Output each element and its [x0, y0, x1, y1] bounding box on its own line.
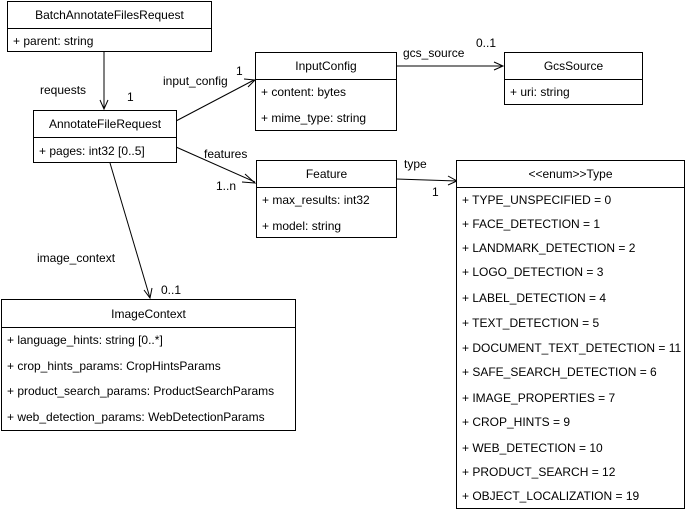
- enum-value: + OBJECT_LOCALIZATION = 19: [462, 489, 640, 503]
- class-title: InputConfig: [256, 53, 396, 80]
- class-title: Feature: [257, 161, 396, 188]
- class-title: BatchAnnotateFilesRequest: [8, 2, 211, 29]
- edge-multiplicity-input-config: 1: [236, 64, 243, 78]
- class-input-config[interactable]: InputConfig + content: bytes + mime_type…: [255, 52, 397, 131]
- edge-image-context-line: [109, 162, 151, 299]
- class-attribute: + model: string: [262, 219, 342, 233]
- edge-label-gcs-source: gcs_source: [403, 46, 465, 60]
- class-attribute: + uri: string: [510, 85, 570, 99]
- class-attribute: + parent: string: [13, 34, 94, 48]
- class-attribute: + language_hints: string [0..*]: [7, 333, 163, 347]
- edge-label-features: features: [204, 147, 248, 161]
- class-attribute: + crop_hints_params: CropHintsParams: [7, 359, 221, 373]
- enum-value: + WEB_DETECTION = 10: [462, 441, 603, 455]
- class-attribute: + mime_type: string: [261, 111, 367, 125]
- enum-title: <<enum>>Type: [457, 161, 684, 188]
- enum-value: + FACE_DETECTION = 1: [462, 217, 601, 231]
- enum-value: + CROP_HINTS = 9: [462, 415, 571, 429]
- edge-features-arrow: [241, 173, 257, 184]
- edge-multiplicity-image-context: 0..1: [161, 283, 182, 297]
- enum-value: + LOGO_DETECTION = 3: [462, 265, 604, 279]
- edge-multiplicity-features: 1..n: [216, 179, 237, 193]
- enum-value: + TEXT_DETECTION = 5: [462, 316, 600, 330]
- class-attribute: + product_search_params: ProductSearchPa…: [7, 384, 275, 398]
- edge-label-type: type: [404, 157, 427, 171]
- edge-multiplicity-gcs-source: 0..1: [476, 36, 497, 50]
- class-title: AnnotateFileRequest: [34, 111, 176, 138]
- edge-label-requests: requests: [40, 83, 87, 97]
- edge-multiplicity-requests: 1: [127, 90, 134, 104]
- edge-label-image-context: image_context: [37, 251, 116, 265]
- class-feature[interactable]: Feature + max_results: int32 + model: st…: [256, 160, 397, 238]
- class-attribute: + content: bytes: [261, 85, 347, 99]
- enum-value: + DOCUMENT_TEXT_DETECTION = 11: [462, 341, 682, 355]
- edge-input-config-line: [175, 79, 255, 122]
- edge-multiplicity-type: 1: [432, 185, 439, 199]
- enum-value: + PRODUCT_SEARCH = 12: [462, 465, 616, 479]
- class-attribute: + max_results: int32: [262, 193, 370, 207]
- edge-input-config-arrow: [243, 78, 257, 88]
- class-gcs-source[interactable]: GcsSource + uri: string: [504, 52, 643, 105]
- enum-value: + LABEL_DETECTION = 4: [462, 291, 607, 305]
- edge-requests-arrow: [99, 99, 109, 111]
- class-attribute: + web_detection_params: WebDetectionPara…: [7, 410, 265, 424]
- edge-type-line: [395, 178, 458, 182]
- enum-value: + IMAGE_PROPERTIES = 7: [462, 391, 616, 405]
- class-image-context[interactable]: ImageContext + language_hints: string [0…: [1, 299, 296, 431]
- enum-value: + LANDMARK_DETECTION = 2: [462, 241, 636, 255]
- class-annotate-file-request[interactable]: AnnotateFileRequest + pages: int32 [0..5…: [33, 110, 177, 163]
- edge-features-line: [175, 146, 256, 183]
- class-title: GcsSource: [505, 53, 642, 80]
- enum-type[interactable]: <<enum>>Type + TYPE_UNSPECIFIED = 0 + FA…: [456, 160, 685, 509]
- enum-value: + SAFE_SEARCH_DETECTION = 6: [462, 365, 657, 379]
- edge-label-input-config: input_config: [163, 74, 228, 88]
- edge-image-context-arrow: [143, 287, 153, 300]
- enum-value: + TYPE_UNSPECIFIED = 0: [462, 193, 612, 207]
- class-attribute: + pages: int32 [0..5]: [39, 144, 145, 158]
- edge-gcs-source-arrow: [493, 61, 505, 71]
- class-batch-annotate-files-request[interactable]: BatchAnnotateFilesRequest + parent: stri…: [7, 1, 212, 52]
- class-title: ImageContext: [2, 300, 295, 328]
